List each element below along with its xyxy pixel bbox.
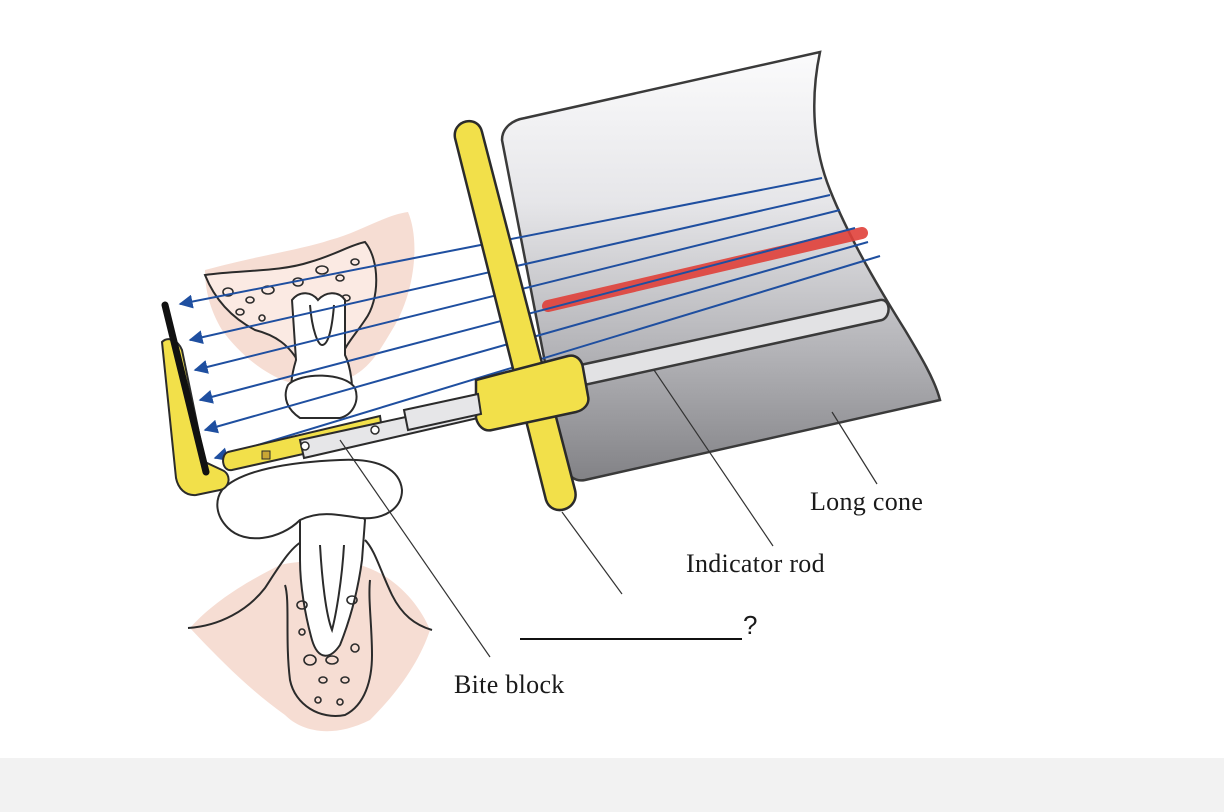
bone-trabeculae [222,258,360,322]
leader-unknown [561,511,623,595]
label-bite-block: Bite block [454,670,565,699]
beam-line-6 [213,255,881,462]
lower-crown [216,458,404,540]
rivet-3 [261,450,271,460]
film [161,301,210,476]
rod-stub [402,392,483,432]
maxilla [203,212,415,419]
label-long-cone: Long cone [810,487,924,516]
indicator-rod [546,298,890,394]
unknown-label: ? [743,610,758,640]
beam-line-5 [203,241,869,434]
footer-band [0,758,1224,812]
answer-blank-line [520,638,742,640]
mandible [187,458,433,732]
mandible-trabeculae [296,595,360,706]
mandible-bone [284,579,374,717]
aiming-ring-collar [474,354,590,432]
leader-lines [339,369,878,658]
upper-tooth-pulp [309,304,335,347]
aiming-ring [402,119,590,512]
leader-indicator-rod [653,369,774,547]
leader-bite-block [339,439,491,658]
rivet-2 [370,425,380,435]
central-ray [542,227,868,312]
label-indicator-rod: Indicator rod [686,549,825,578]
rivet-1 [300,441,310,451]
lower-tooth-pulp [319,544,345,634]
mandible-gum [187,539,433,631]
leader-long-cone [831,411,878,485]
